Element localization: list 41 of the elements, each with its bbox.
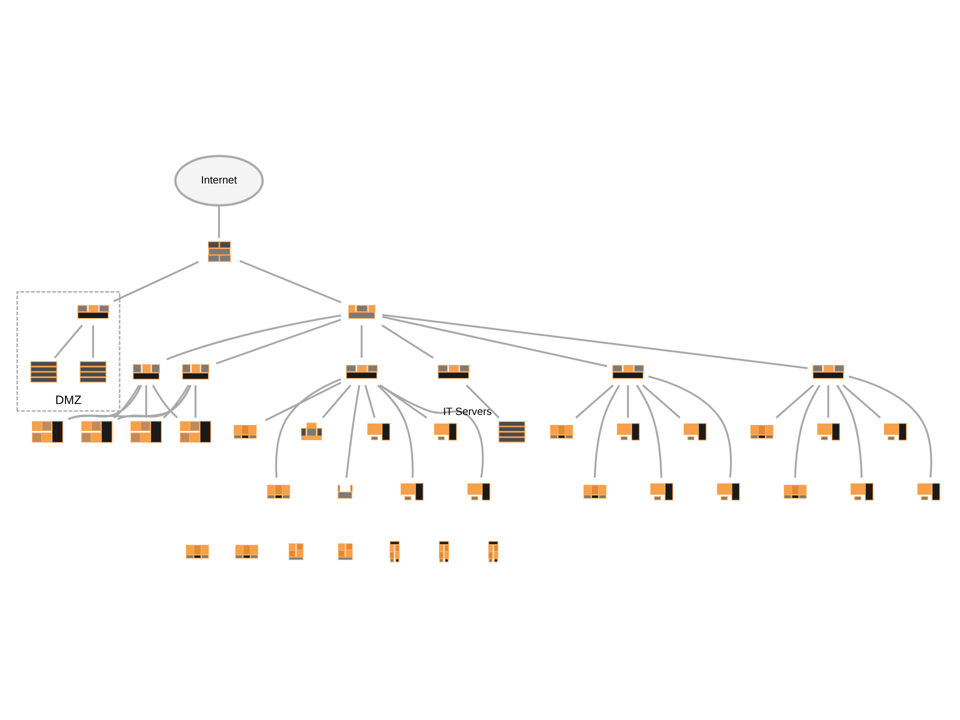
connector <box>575 384 614 418</box>
connector <box>113 260 199 302</box>
node-label: IT Servers <box>443 405 492 418</box>
connector <box>114 384 140 418</box>
connector <box>360 324 363 358</box>
cluster: DMZ <box>16 290 120 412</box>
connector <box>216 318 342 364</box>
connector <box>92 324 94 358</box>
connector <box>382 313 808 369</box>
connector <box>345 384 360 478</box>
connector <box>322 384 352 418</box>
connector <box>776 384 814 418</box>
connector <box>466 384 500 418</box>
connector <box>382 324 434 358</box>
connector <box>848 375 932 478</box>
node-ellipse: Internet <box>174 154 264 206</box>
connector <box>166 314 342 360</box>
connector <box>218 205 220 238</box>
connector <box>54 324 83 358</box>
connector <box>836 384 863 478</box>
connector <box>194 384 196 418</box>
connector <box>364 384 376 418</box>
connector <box>827 384 830 418</box>
connector <box>379 384 484 478</box>
connector <box>794 384 820 478</box>
connector <box>152 384 178 418</box>
connector <box>627 384 629 418</box>
connector <box>117 384 192 420</box>
connector <box>642 384 681 418</box>
connector <box>145 384 148 418</box>
connector <box>382 315 608 367</box>
connector <box>594 384 620 478</box>
connector <box>275 378 342 478</box>
connector <box>68 384 192 420</box>
connector <box>162 384 190 418</box>
connector <box>648 375 732 478</box>
connector <box>264 381 342 421</box>
connector <box>377 384 414 478</box>
connector <box>636 384 662 478</box>
connector <box>842 384 881 418</box>
connector <box>239 260 342 303</box>
